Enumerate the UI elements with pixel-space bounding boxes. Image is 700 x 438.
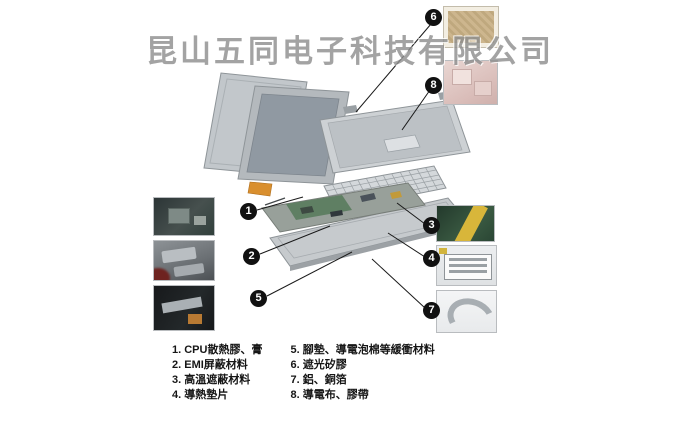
photo-foot-pad-cushion-material bbox=[153, 285, 215, 331]
legend-item: 2. EMI屏蔽材料 bbox=[172, 359, 248, 371]
photo-detail bbox=[441, 291, 496, 332]
photo-detail bbox=[161, 246, 197, 264]
photo-emi-shielding-material bbox=[153, 240, 215, 281]
legend-item: 3. 高溫遮蔽材料 bbox=[172, 374, 251, 386]
photo-detail bbox=[168, 208, 190, 224]
badge-5: 5 bbox=[250, 290, 267, 307]
badge-7: 7 bbox=[423, 302, 440, 319]
photo-detail bbox=[439, 248, 447, 254]
badge-6: 6 bbox=[425, 9, 442, 26]
photo-detail bbox=[161, 296, 203, 314]
badge-3: 3 bbox=[423, 217, 440, 234]
badge-2: 2 bbox=[243, 248, 260, 265]
legend-item: 8. 導電布、膠帶 bbox=[290, 389, 369, 401]
photo-detail bbox=[154, 268, 170, 280]
photo-detail bbox=[449, 270, 487, 273]
badge-4: 4 bbox=[423, 250, 440, 267]
photo-detail bbox=[194, 216, 206, 225]
legend: 1. CPU散熱膠、膏 2. EMI屏蔽材料 3. 高溫遮蔽材料 4. 導熱墊片… bbox=[172, 343, 435, 403]
legend-item: 5. 腳墊、導電泡棉等緩衝材料 bbox=[290, 344, 435, 356]
photo-detail bbox=[188, 314, 202, 324]
photo-detail bbox=[173, 262, 205, 278]
photo-detail bbox=[449, 264, 487, 267]
photo-detail bbox=[444, 254, 492, 280]
legend-item: 4. 導熱墊片 bbox=[172, 389, 229, 401]
legend-item: 6. 遮光矽膠 bbox=[290, 359, 347, 371]
photo-detail bbox=[449, 258, 487, 261]
badge-8: 8 bbox=[425, 77, 442, 94]
photo-detail bbox=[452, 69, 472, 85]
photo-light-shield-silicone bbox=[443, 6, 499, 48]
photo-conductive-cloth-tape bbox=[443, 60, 498, 105]
photo-aluminum-copper-foil bbox=[436, 290, 497, 333]
photo-high-temp-masking-material bbox=[436, 205, 495, 242]
photo-cpu-thermal-material bbox=[153, 197, 215, 236]
badge-1: 1 bbox=[240, 203, 257, 220]
photo-thermal-pad bbox=[436, 245, 497, 286]
legend-column-right: 5. 腳墊、導電泡棉等緩衝材料 6. 遮光矽膠 7. 鋁、銅箔 8. 導電布、膠… bbox=[290, 343, 434, 403]
photo-detail bbox=[452, 206, 488, 241]
legend-column-left: 1. CPU散熱膠、膏 2. EMI屏蔽材料 3. 高溫遮蔽材料 4. 導熱墊片 bbox=[172, 343, 262, 403]
legend-item: 1. CPU散熱膠、膏 bbox=[172, 344, 263, 356]
legend-item: 7. 鋁、銅箔 bbox=[290, 374, 347, 386]
photo-detail bbox=[474, 81, 492, 96]
